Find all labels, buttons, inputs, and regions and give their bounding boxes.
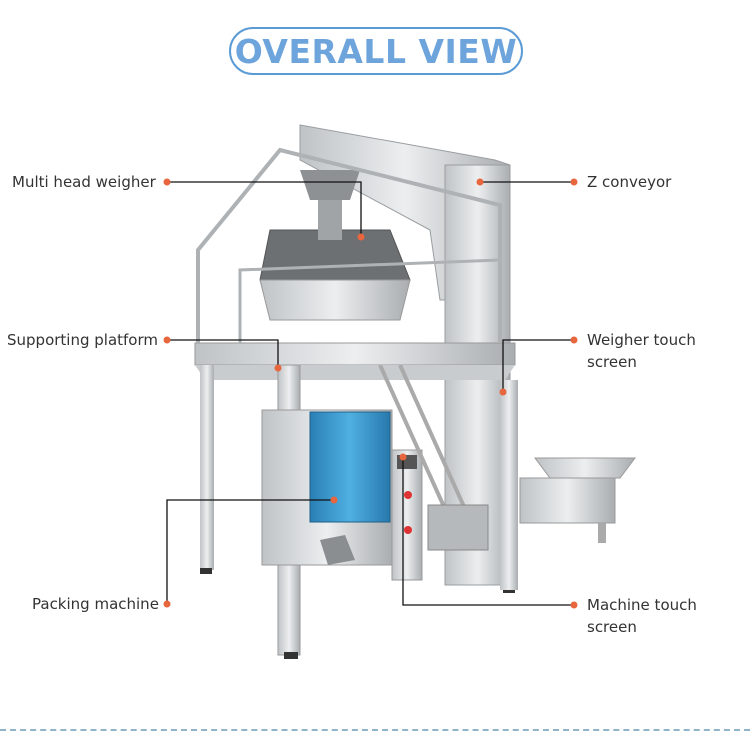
- label-weigher-touch-screen: Weigher touch screen: [587, 331, 696, 371]
- label-machine-touch-screen-line2: screen: [587, 618, 637, 636]
- multi-head-weigher: [259, 170, 411, 321]
- label-packing-machine: Packing machine: [32, 595, 159, 613]
- label-machine-touch-screen-line1: Machine touch: [587, 596, 697, 614]
- page-title: OVERALL VIEW: [234, 31, 518, 71]
- packing-machine: [261, 409, 423, 581]
- label-supporting-platform: Supporting platform: [7, 331, 158, 349]
- leader-lines: [166, 181, 574, 606]
- label-multi-head-weigher: Multi head weigher: [12, 173, 156, 191]
- outfeed-conveyor: [378, 364, 636, 551]
- title-badge: OVERALL VIEW: [229, 27, 523, 75]
- label-machine-touch-screen: Machine touch screen: [587, 594, 697, 638]
- dashed-divider: [0, 729, 750, 731]
- marker-dots: [163, 178, 578, 609]
- label-z-conveyor: Z conveyor: [587, 173, 672, 191]
